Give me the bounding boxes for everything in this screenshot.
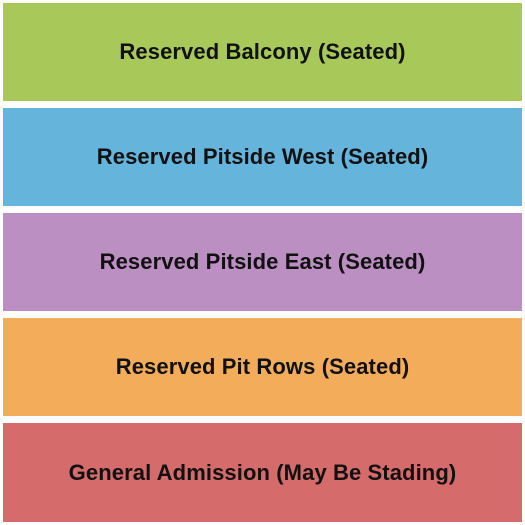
section-label: Reserved Pitside West (Seated) xyxy=(96,144,429,169)
section-reserved-pitside-west[interactable]: Reserved Pitside West (Seated) xyxy=(3,108,522,206)
section-label: Reserved Balcony (Seated) xyxy=(119,39,406,64)
section-label: Reserved Pit Rows (Seated) xyxy=(115,354,410,379)
section-general-admission[interactable]: General Admission (May Be Stading) xyxy=(3,423,522,522)
section-label: Reserved Pitside East (Seated) xyxy=(99,249,426,274)
section-label: General Admission (May Be Stading) xyxy=(68,459,457,485)
section-reserved-pitside-east[interactable]: Reserved Pitside East (Seated) xyxy=(3,213,522,311)
section-reserved-pit-rows[interactable]: Reserved Pit Rows (Seated) xyxy=(3,318,522,416)
section-reserved-balcony[interactable]: Reserved Balcony (Seated) xyxy=(3,3,522,101)
